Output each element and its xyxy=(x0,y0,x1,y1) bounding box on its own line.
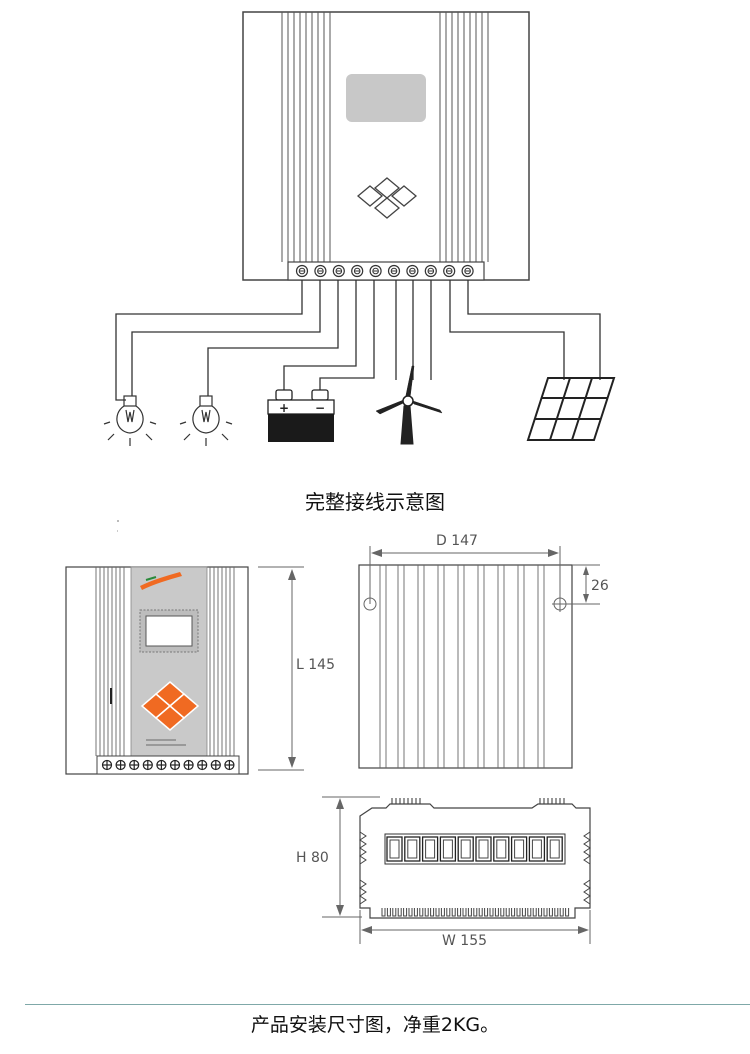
install-caption: 产品安装尺寸图，净重2KG。 xyxy=(250,1014,500,1036)
wiring-caption: 完整接线示意图 xyxy=(305,490,445,514)
terminal-slot xyxy=(386,836,403,862)
back-fins xyxy=(379,565,545,768)
front-right-fins xyxy=(209,567,235,756)
height-label: H 80 xyxy=(296,850,329,866)
wind-turbine-icon xyxy=(375,365,443,445)
terminal-slot xyxy=(421,836,439,862)
battery-icon: + − xyxy=(267,389,335,442)
terminal-slot xyxy=(510,836,528,862)
brand-logo xyxy=(140,572,182,590)
bottom-ribs xyxy=(381,908,570,917)
controller-top xyxy=(242,11,530,281)
terminal-slot xyxy=(457,836,474,862)
depth-label: D 147 xyxy=(436,533,478,549)
side-view xyxy=(359,798,591,919)
side-terminal-slots xyxy=(386,836,563,862)
terminal-screws xyxy=(295,264,474,278)
hole-offset-dimension xyxy=(568,564,600,605)
front-left-fins xyxy=(95,567,125,756)
depth-dimension xyxy=(369,546,561,604)
terminal-slot xyxy=(475,836,492,862)
length-dimension xyxy=(258,566,304,771)
wires xyxy=(115,280,601,401)
back-view xyxy=(358,564,573,769)
orange-keypad xyxy=(140,681,200,731)
battery-minus: − xyxy=(315,401,325,415)
right-heat-fins xyxy=(439,12,489,262)
keypad-diamonds xyxy=(356,177,418,219)
length-label: L 145 xyxy=(296,657,335,673)
battery-plus: + xyxy=(279,401,289,415)
terminal-slot xyxy=(439,836,457,862)
height-dimension xyxy=(322,796,380,918)
top-ribs xyxy=(391,798,565,804)
front-fine-print xyxy=(146,739,176,741)
lamp-icon xyxy=(179,395,233,446)
terminal-slot xyxy=(493,836,510,862)
front-view xyxy=(65,566,249,775)
front-lcd xyxy=(145,615,193,647)
terminal-slot xyxy=(404,836,421,862)
terminal-slot xyxy=(546,836,563,862)
width-label: W 155 xyxy=(442,933,487,949)
lcd-display xyxy=(346,74,426,122)
width-dimension xyxy=(359,910,591,944)
terminal-slot xyxy=(528,836,546,862)
divider-line xyxy=(25,1004,750,1005)
front-terminal-screws xyxy=(101,759,235,771)
lamp-icon xyxy=(103,395,157,446)
solar-panel-icon xyxy=(526,377,616,441)
front-fine-print xyxy=(146,744,186,746)
hole-offset-label: 26 xyxy=(591,578,609,594)
left-heat-fins xyxy=(281,12,331,262)
